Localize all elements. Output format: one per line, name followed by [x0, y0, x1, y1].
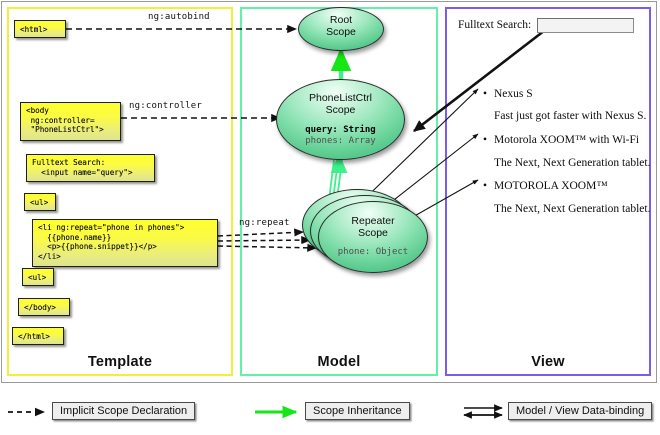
- column-label-model: Model: [317, 354, 361, 370]
- legend-item-implicit-scope: Implicit Scope Declaration: [52, 402, 196, 420]
- template-box-li-repeat: <li ng:repeat="phone in phones"> {{phone…: [32, 219, 218, 267]
- column-label-view: View: [531, 354, 565, 370]
- label-ng-controller: ng:controller: [129, 101, 203, 111]
- view-item-0-name: •Nexus S: [483, 88, 533, 100]
- template-box-ul-open: <ul>: [24, 193, 56, 211]
- scope-repeater-prop-phone: phone: Object: [337, 247, 409, 258]
- bullet-icon: •: [483, 88, 488, 100]
- view-item-0-snippet: Fast just got faster with Nexus S.: [494, 110, 647, 122]
- view-item-2-name: •MOTOROLA XOOM™: [483, 180, 608, 192]
- template-box-html-open: <html>: [14, 20, 66, 38]
- label-ng-repeat: ng:repeat: [239, 218, 290, 228]
- scope-root-title-2: Scope: [326, 25, 356, 38]
- view-search-label: Fulltext Search:: [458, 19, 532, 31]
- view-item-1-name: •Motorola XOOM™ with Wi-Fi: [483, 134, 640, 146]
- scope-phonelistctrl-prop-query: query: String: [305, 125, 376, 136]
- scope-phonelistctrl-title-2: Scope: [325, 103, 356, 116]
- template-box-fulltext-search: Fulltext Search: <input name="query">: [26, 154, 155, 182]
- bullet-icon: •: [483, 180, 488, 192]
- connector-ng-repeat: [217, 228, 317, 252]
- template-box-html-close: </html>: [12, 327, 64, 345]
- scope-repeater: Repeater Scope phone: Object: [318, 201, 428, 273]
- column-label-template: Template: [87, 354, 153, 370]
- legend-item-data-binding: Model / View Data-binding: [508, 402, 653, 420]
- view-pane: Fulltext Search: •Nexus S Fast just got …: [449, 11, 651, 372]
- search-input[interactable]: [537, 18, 634, 33]
- view-item-2-snippet: The Next, Next Generation tablet.: [494, 203, 651, 215]
- legend-item-scope-inheritance: Scope Inheritance: [305, 402, 410, 420]
- column-view: View: [445, 7, 651, 376]
- legend-arrow-layer: [8, 404, 503, 419]
- scope-repeater-title-1: Repeater: [351, 215, 395, 227]
- scope-root: Root Scope: [298, 7, 384, 51]
- legend: Implicit Scope Declaration Scope Inherit…: [0, 390, 660, 435]
- template-box-body: <body ng:controller= "PhoneListCtrl">: [20, 102, 121, 141]
- view-item-1-snippet: The Next, Next Generation tablet.: [494, 157, 651, 169]
- connector-databinding-query: [413, 22, 554, 133]
- template-box-body-close: </body>: [18, 298, 70, 316]
- scope-phonelistctrl-prop-phones: phones: Array: [305, 136, 376, 147]
- scope-phonelistctrl: PhoneListCtrl Scope query: String phones…: [276, 79, 405, 160]
- label-ng-autobind: ng:autobind: [148, 12, 210, 22]
- template-box-ul-close: <ul>: [22, 268, 54, 286]
- scope-root-title-1: Root: [329, 14, 353, 26]
- scope-phonelistctrl-title-1: PhoneListCtrl: [308, 92, 373, 104]
- scope-repeater-title-2: Scope: [358, 226, 388, 239]
- bullet-icon: •: [483, 134, 488, 146]
